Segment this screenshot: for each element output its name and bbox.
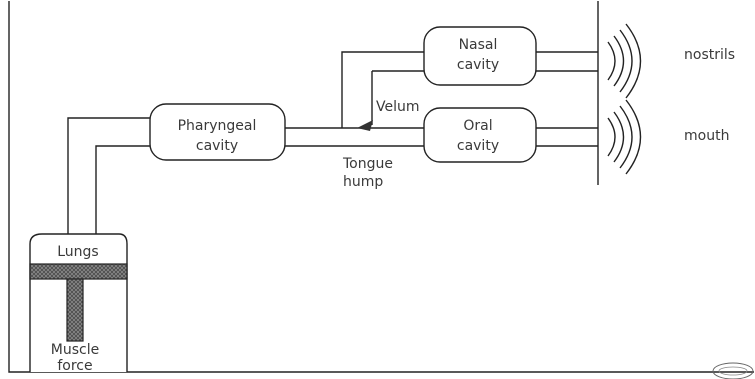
corner-stamp <box>713 363 753 379</box>
velum-label: Velum <box>376 99 420 115</box>
mouth-label: mouth <box>684 128 729 144</box>
muscle-label-line1: Muscle <box>51 342 99 358</box>
oral-label-line2: cavity <box>457 138 499 154</box>
tongue-hump-marker <box>357 120 373 131</box>
piston-rod <box>67 279 83 341</box>
piston-plate <box>30 264 127 279</box>
lungs-label: Lungs <box>57 244 98 260</box>
tongue-label-line2: hump <box>343 174 383 190</box>
pharyngeal-label-line1: Pharyngeal <box>178 118 257 134</box>
tongue-label-line1: Tongue <box>342 156 393 172</box>
pharyngeal-label-line2: cavity <box>196 138 238 154</box>
nostrils-label: nostrils <box>684 47 735 63</box>
muscle-label-line2: force <box>57 358 92 374</box>
mouth-waves <box>608 100 641 174</box>
trachea-inner-wall <box>96 146 153 234</box>
nasal-label-line1: Nasal <box>459 37 498 53</box>
nostrils-waves <box>608 24 641 98</box>
oral-label-line1: Oral <box>463 118 492 134</box>
nasal-tube-outer <box>342 52 424 128</box>
trachea-outer-wall <box>68 118 153 234</box>
nasal-label-line2: cavity <box>457 57 499 73</box>
nasal-cavity <box>424 27 536 85</box>
